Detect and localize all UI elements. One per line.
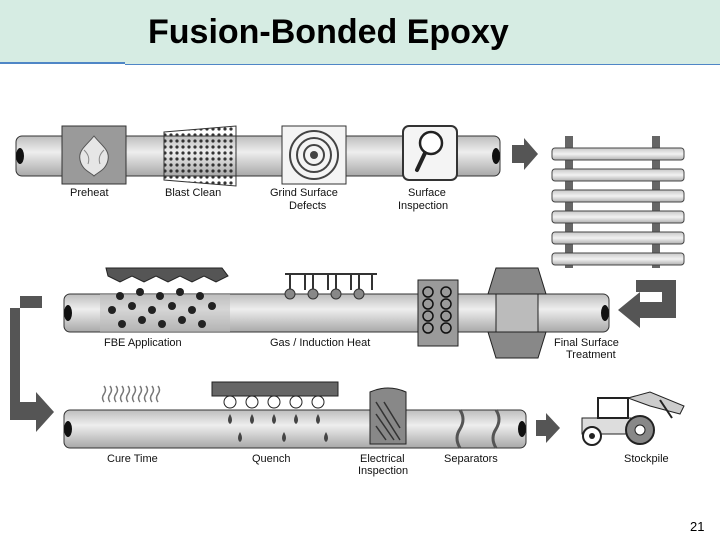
flame-icons xyxy=(284,288,365,300)
fbe-hopper-icon xyxy=(105,267,229,283)
surface-treatment-collar-icon xyxy=(487,267,547,359)
page-number: 21 xyxy=(690,519,705,534)
holiday-detector-icon xyxy=(369,387,407,445)
title-rule-left xyxy=(0,62,125,64)
label-cure-time: Cure Time xyxy=(107,453,158,465)
label-separators: Separators xyxy=(444,453,498,465)
label-electrical-2: Inspection xyxy=(358,465,408,477)
arrow-connector-left-icon xyxy=(10,296,54,432)
quench-manifold-icon xyxy=(211,381,339,409)
label-grind-1: Grind Surface xyxy=(270,187,338,199)
arrow-return-right-icon xyxy=(618,280,676,328)
title-rule-right xyxy=(125,64,720,65)
induction-coil-icon xyxy=(417,279,459,347)
arrow-right-2-icon xyxy=(536,413,560,443)
label-quench: Quench xyxy=(252,453,291,465)
label-surface-insp-1: Surface xyxy=(408,187,446,199)
gas-burner-icon xyxy=(285,273,377,290)
preheat-icon xyxy=(61,125,127,185)
row-1-pipe xyxy=(15,135,501,177)
label-stockpile: Stockpile xyxy=(624,453,669,465)
label-fbe-application: FBE Application xyxy=(104,337,182,349)
powder-spray-icon xyxy=(108,288,216,328)
label-electrical-1: Electrical xyxy=(360,453,405,465)
arrow-right-1-icon xyxy=(512,138,538,170)
page-title: Fusion-Bonded Epoxy xyxy=(148,13,509,51)
water-drops-icon xyxy=(228,414,328,442)
label-preheat: Preheat xyxy=(70,187,109,199)
label-final-surface-2: Treatment xyxy=(566,349,616,361)
grind-surface-icon xyxy=(281,125,347,185)
tractor-icon xyxy=(581,391,685,446)
pipe-rack-icon xyxy=(551,136,685,268)
row-3-pipe xyxy=(63,409,527,449)
label-surface-insp-2: Inspection xyxy=(398,200,448,212)
blast-clean-icon xyxy=(163,125,237,187)
label-blast-clean: Blast Clean xyxy=(165,187,221,199)
heat-waves-icon xyxy=(101,385,161,403)
label-gas-induction: Gas / Induction Heat xyxy=(270,337,370,349)
magnifier-icon xyxy=(402,125,458,181)
label-final-surface-1: Final Surface xyxy=(554,337,619,349)
separator-bands-icon xyxy=(455,409,501,449)
title-bar xyxy=(0,0,720,65)
label-grind-2: Defects xyxy=(289,200,327,212)
